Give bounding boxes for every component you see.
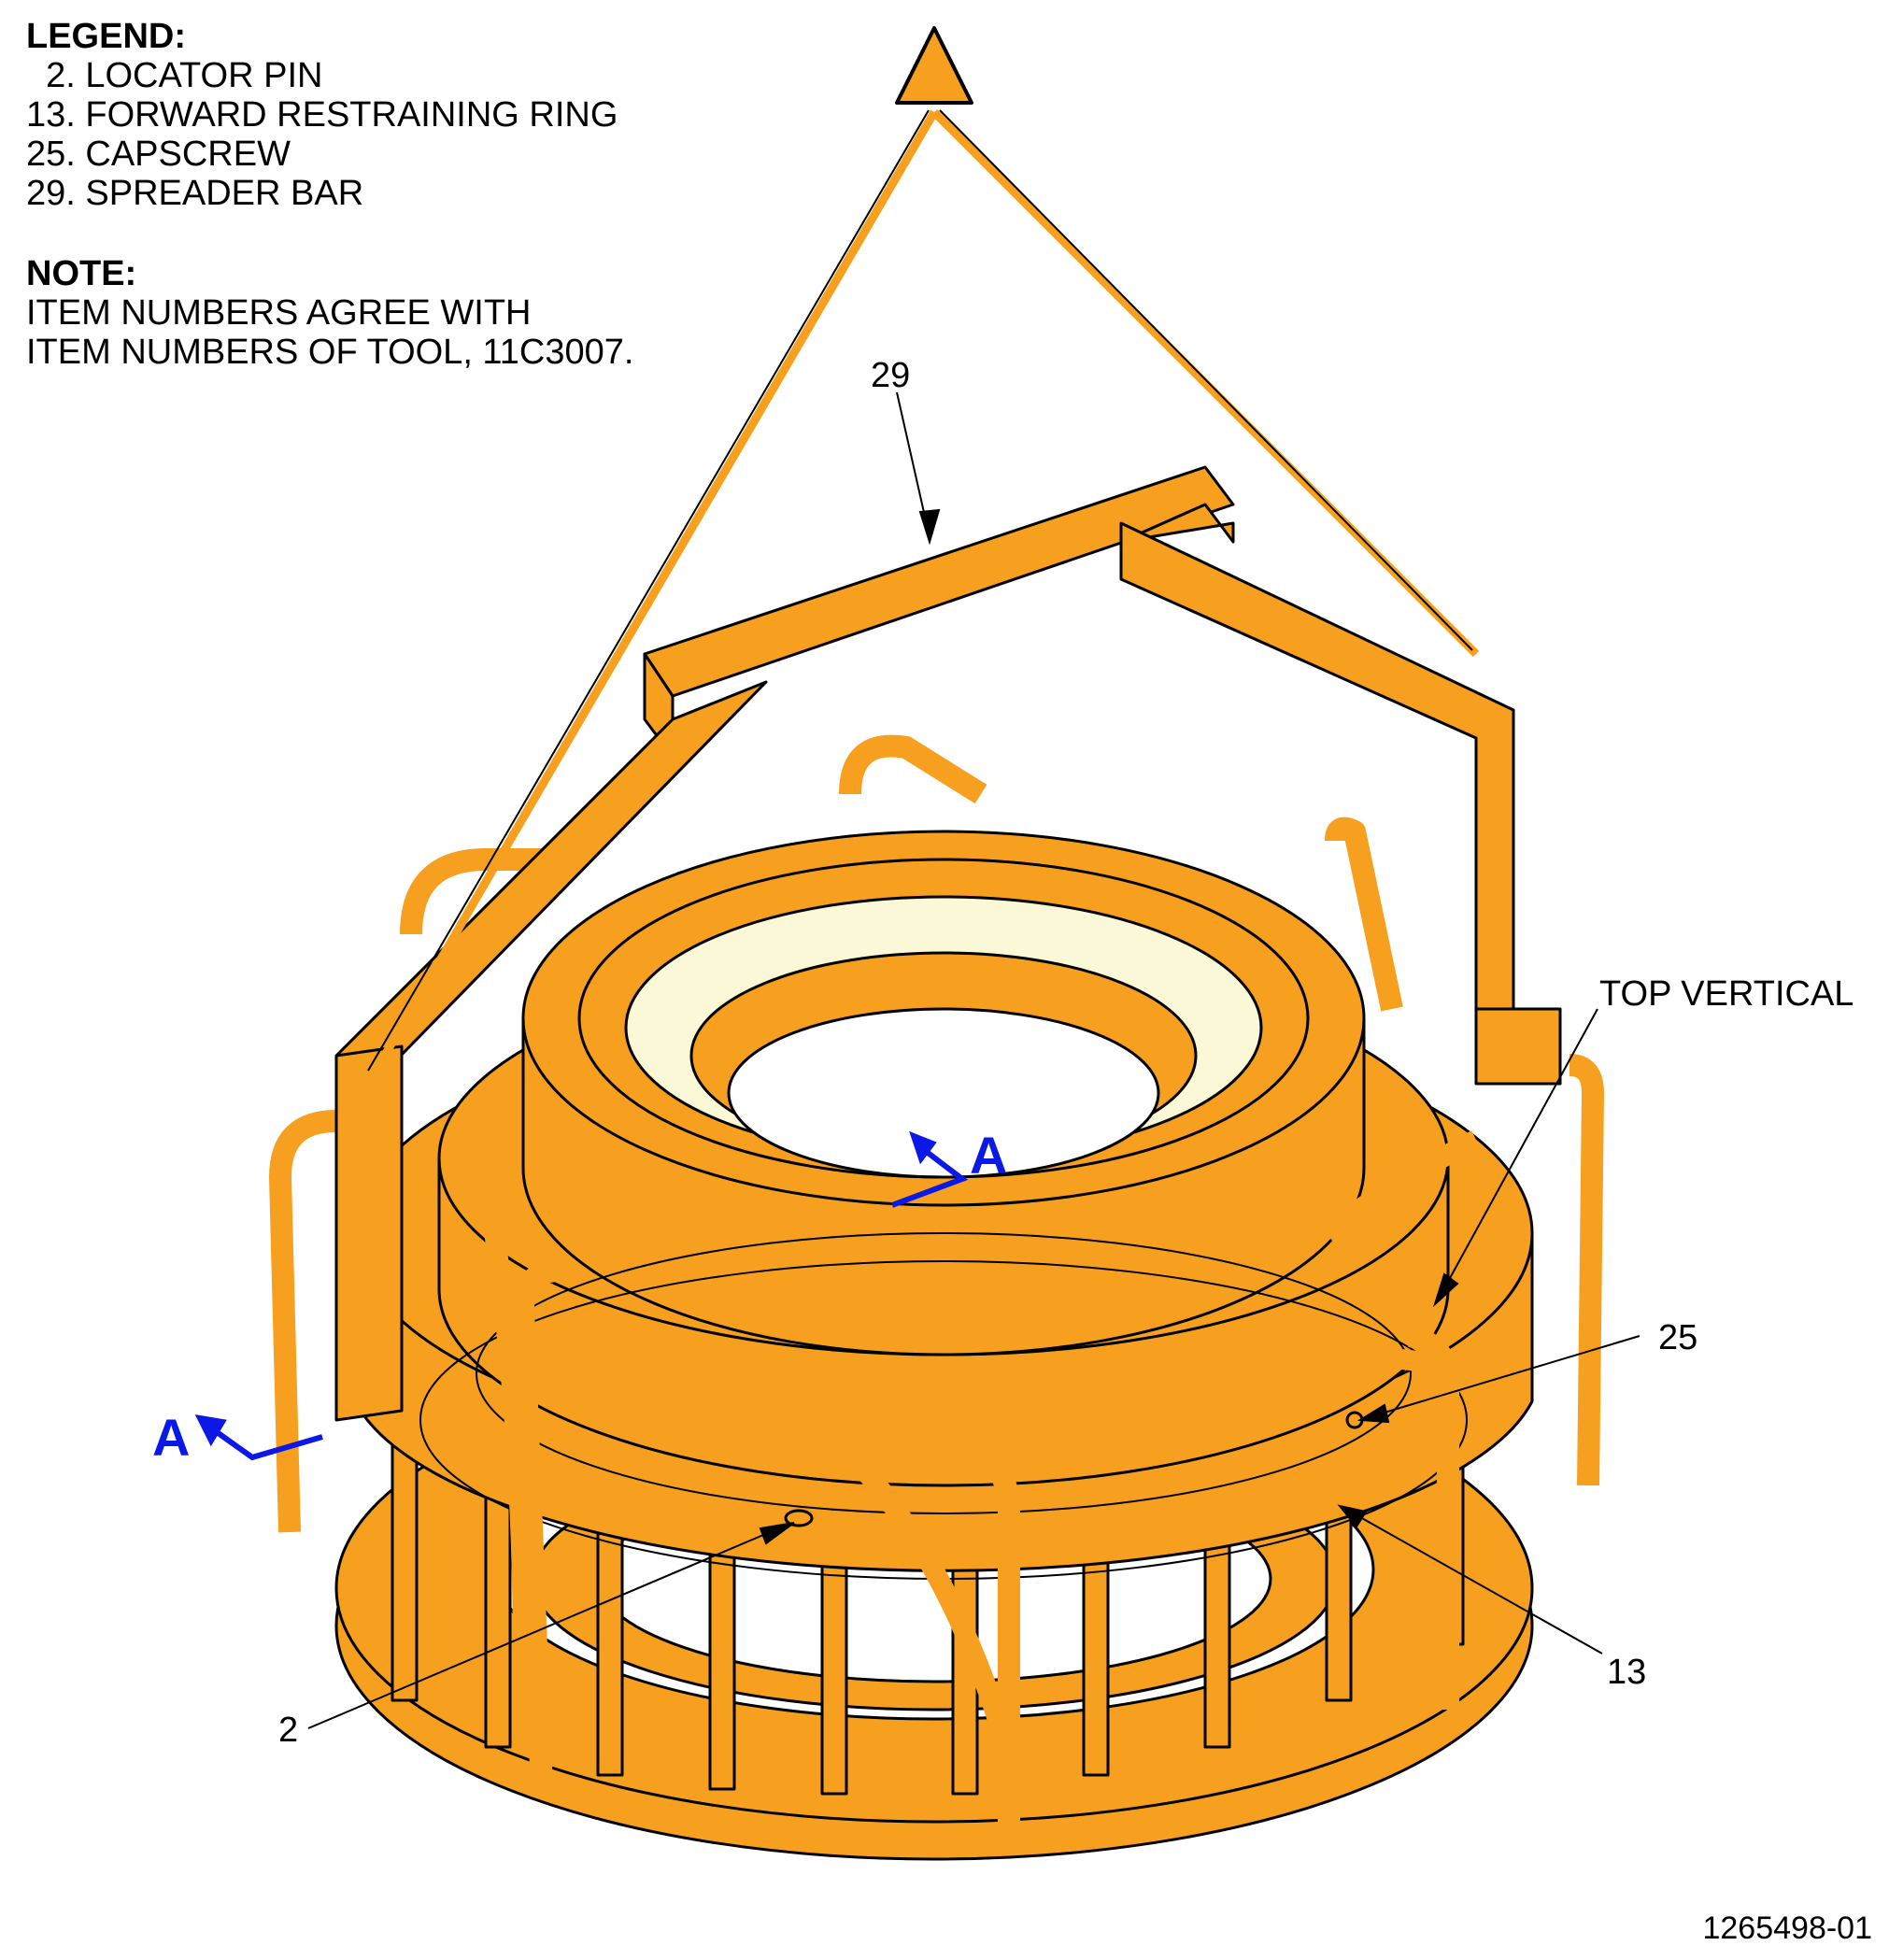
locator-pin — [784, 1509, 814, 1527]
note-line: ITEM NUMBERS OF TOOL, 11C3007. — [26, 333, 634, 372]
callout-locator-pin: 2 — [278, 1711, 299, 1750]
section-arrows — [194, 1130, 969, 1461]
legend-item: 13. FORWARD RESTRAINING RING — [26, 95, 618, 135]
legend-heading: LEGEND: — [26, 17, 186, 56]
legend-item: 2. LOCATOR PIN — [26, 56, 323, 95]
note-line: ITEM NUMBERS AGREE WITH — [26, 293, 532, 333]
leader-lines — [307, 391, 1640, 1729]
callout-capscrew: 25 — [1658, 1318, 1698, 1357]
callout-spreader-bar: 29 — [871, 356, 911, 395]
note: NOTE: ITEM NUMBERS AGREE WITH ITEM NUMBE… — [26, 254, 633, 372]
note-heading: NOTE: — [26, 254, 137, 293]
hoses — [476, 1130, 1481, 1760]
legend-item: 25. CAPSCREW — [26, 135, 291, 174]
main-body — [353, 830, 1534, 1580]
section-mark-upper: A — [970, 1126, 1008, 1185]
callout-restraining-ring: 13 — [1607, 1653, 1647, 1692]
legend-item: 29. SPREADER BAR — [26, 174, 364, 213]
lift-ring — [895, 26, 973, 105]
legend: LEGEND: 2. LOCATOR PIN 13. FORWARD RESTR… — [26, 17, 618, 213]
callout-top-vertical: TOP VERTICAL — [1599, 974, 1854, 1014]
cage-tubing — [269, 734, 1604, 1831]
section-mark-lower: A — [152, 1408, 191, 1467]
spreader-bar — [334, 465, 1562, 1422]
document-number: 1265498-01 — [1702, 1910, 1872, 1946]
